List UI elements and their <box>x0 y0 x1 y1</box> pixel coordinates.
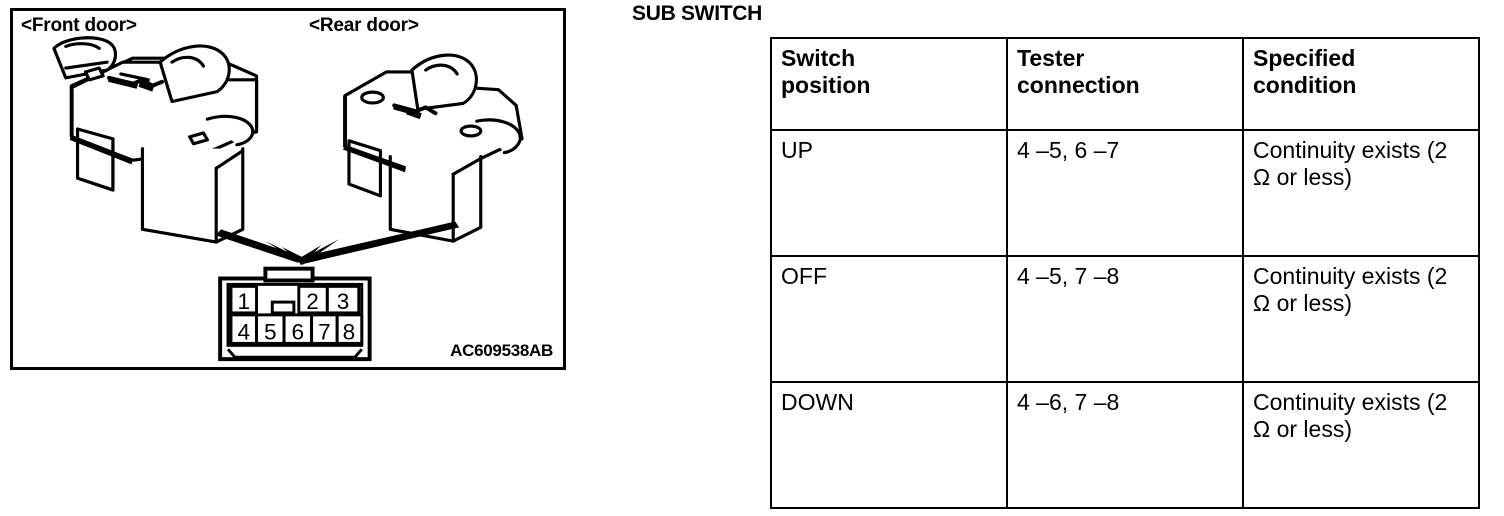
front-switch-shading <box>69 75 155 165</box>
front-door-label: <Front door> <box>21 15 137 36</box>
cell-tester-connection: 4 –5, 6 –7 <box>1006 129 1244 257</box>
pin-label-5: 5 <box>264 319 277 344</box>
table-row: DOWN 4 –6, 7 –8 Continuity exists (2 Ω o… <box>770 381 1480 509</box>
column-header-tester-connection: Tester connection <box>1006 37 1244 131</box>
rear-door-switch-drawing <box>343 53 524 243</box>
cell-specified-condition: Continuity exists (2 Ω or less) <box>1242 255 1480 383</box>
table-row: OFF 4 –5, 7 –8 Continuity exists (2 Ω or… <box>770 255 1480 383</box>
cell-switch-position: DOWN <box>770 381 1008 509</box>
rear-switch-shading <box>343 93 422 173</box>
pin-label-7: 7 <box>318 319 331 344</box>
power-window-switch-illustration: 1 2 3 4 5 6 7 8 <box>52 36 524 362</box>
cell-tester-connection: 4 –5, 7 –8 <box>1006 255 1244 383</box>
sub-switch-spec-table: Switch position Tester connection Specif… <box>770 37 1480 509</box>
header-line-1: Specified <box>1253 45 1356 71</box>
table-header-row: Switch position Tester connection Specif… <box>770 37 1480 131</box>
rear-door-label: <Rear door> <box>309 15 419 36</box>
table-row: UP 4 –5, 6 –7 Continuity exists (2 Ω or … <box>770 129 1480 257</box>
pin-label-3: 3 <box>337 289 350 314</box>
cell-specified-condition: Continuity exists (2 Ω or less) <box>1242 381 1480 509</box>
pin-label-4: 4 <box>237 319 250 344</box>
pin-label-2: 2 <box>306 289 319 314</box>
cell-specified-condition: Continuity exists (2 Ω or less) <box>1242 129 1480 257</box>
connector-pinout-diagram <box>218 266 372 362</box>
illustration-panel: <Front door> <Rear door> <box>10 8 566 370</box>
header-line-2: condition <box>1253 71 1357 98</box>
cell-tester-connection: 4 –6, 7 –8 <box>1006 381 1244 509</box>
leader-arrowhead <box>265 239 340 265</box>
header-line-1: Tester <box>1017 45 1085 71</box>
header-line-1: Switch <box>781 45 856 71</box>
sub-switch-heading: SUB SWITCH <box>632 2 762 25</box>
cell-switch-position: UP <box>770 129 1008 257</box>
header-line-2: connection <box>1017 71 1140 98</box>
column-header-specified-condition: Specified condition <box>1242 37 1480 131</box>
pin-label-8: 8 <box>343 319 356 344</box>
part-reference-code: AC609538AB <box>450 341 553 360</box>
column-header-switch-position: Switch position <box>770 37 1008 131</box>
cell-switch-position: OFF <box>770 255 1008 383</box>
connector-pin-numbers: 1 2 3 4 5 6 7 8 <box>237 289 355 344</box>
pin-label-6: 6 <box>292 319 305 344</box>
front-door-switch-drawing <box>52 36 259 244</box>
header-line-2: position <box>781 71 871 98</box>
pin-label-1: 1 <box>237 289 250 314</box>
